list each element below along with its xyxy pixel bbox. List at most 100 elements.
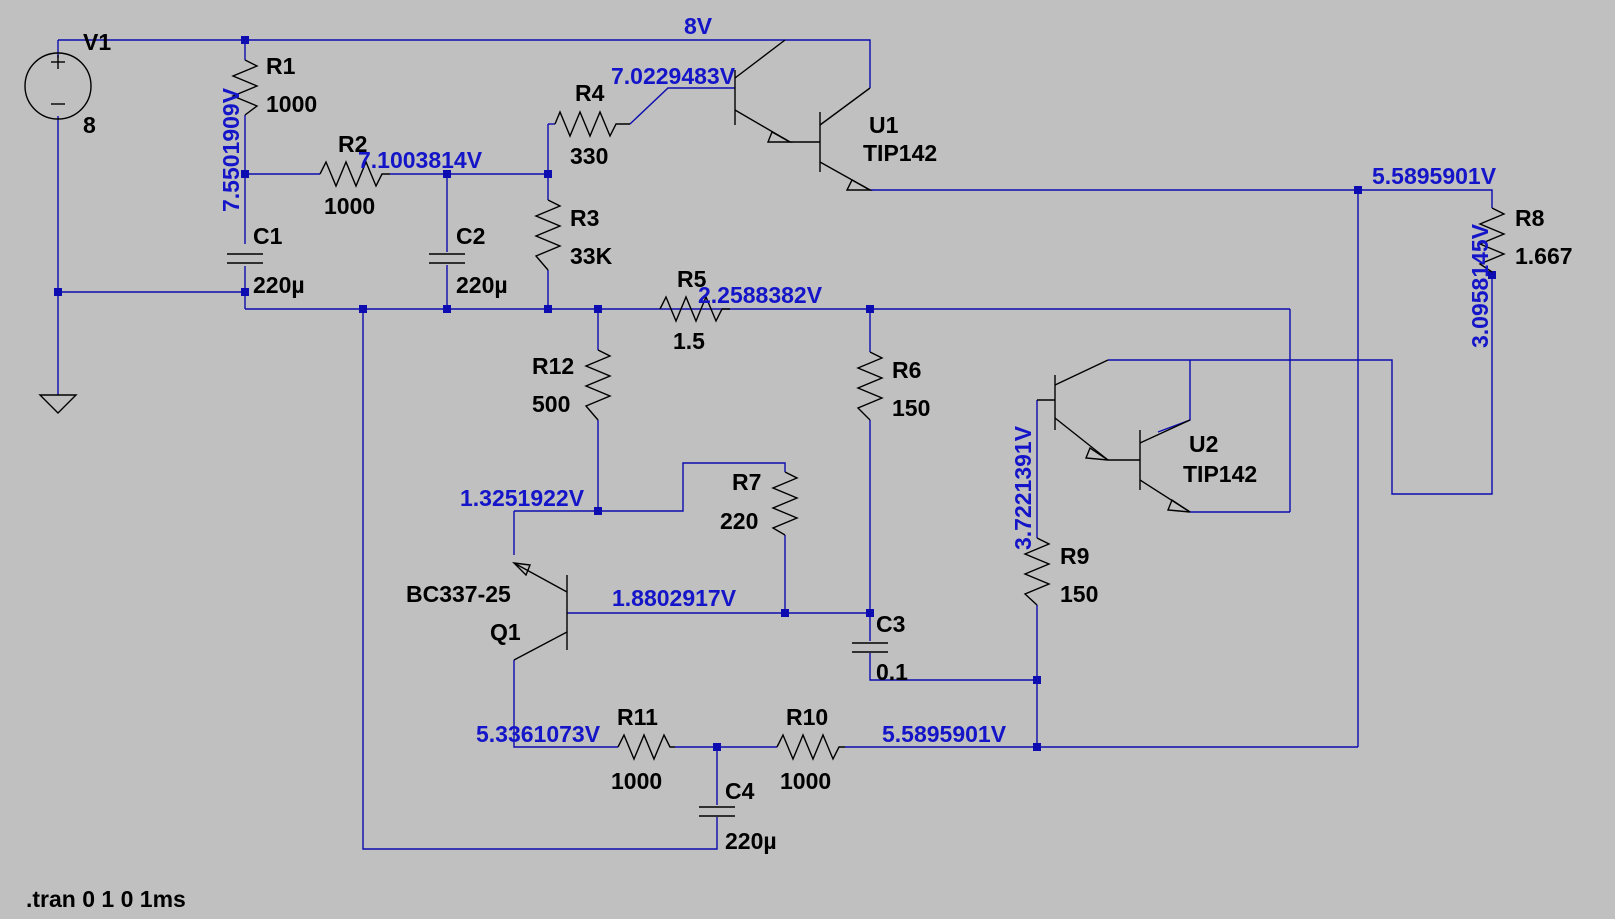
wire-q1-collector[interactable] <box>514 462 786 512</box>
r7-resistor[interactable] <box>771 471 799 536</box>
wire-q1-emitter[interactable] <box>513 660 618 748</box>
junction <box>1488 271 1496 279</box>
r2-resistor[interactable] <box>319 160 390 188</box>
r9-resistor[interactable] <box>1023 537 1051 606</box>
r2-value: 1000 <box>324 193 375 219</box>
v1-value: 8 <box>83 112 96 138</box>
r4-resistor[interactable] <box>554 110 630 138</box>
r12-value: 500 <box>532 391 570 417</box>
c3-value: 0.1 <box>876 659 908 685</box>
r5-resistor[interactable] <box>659 295 730 323</box>
voltage-r5-r6: 2.2588382V <box>698 282 823 308</box>
junctions <box>54 36 1496 751</box>
junction <box>241 288 249 296</box>
junction <box>443 170 451 178</box>
r12-resistor[interactable] <box>584 349 612 421</box>
r1-name: R1 <box>266 53 296 79</box>
junction <box>781 609 789 617</box>
r1-value: 1000 <box>266 91 317 117</box>
r9-name: R9 <box>1060 543 1089 569</box>
r11-value: 1000 <box>611 768 662 794</box>
r5-value: 1.5 <box>673 328 705 354</box>
wire-c4-loop[interactable] <box>362 309 718 850</box>
u1-darlington-transistor[interactable] <box>734 39 873 191</box>
junction <box>1033 743 1041 751</box>
voltage-supply: 8V <box>684 13 713 39</box>
v1-voltage-source[interactable] <box>24 52 92 120</box>
r6-resistor[interactable] <box>856 351 884 421</box>
node-voltage-labels: 8V 7.0229483V 7.5501909V 7.1003814V 5.58… <box>218 13 1497 747</box>
wire-supply-rail[interactable] <box>58 39 871 88</box>
voltage-r1-c1: 7.5501909V <box>218 87 244 212</box>
q1-transistor[interactable] <box>512 562 568 661</box>
r5-name: R5 <box>677 266 707 292</box>
voltage-u2-base: 3.7221391V <box>1010 425 1036 550</box>
r7-value: 220 <box>720 508 758 534</box>
r8-resistor[interactable] <box>1478 207 1506 273</box>
wire-r8-top[interactable] <box>1358 189 1493 208</box>
v1-name: V1 <box>83 29 111 55</box>
r8-value: 1.667 <box>1515 243 1573 269</box>
q1-name: Q1 <box>490 619 521 645</box>
voltage-output: 5.5895901V <box>1372 163 1497 189</box>
wires <box>57 39 1493 850</box>
junction <box>1033 676 1041 684</box>
junction <box>866 305 874 313</box>
r7-name: R7 <box>732 469 761 495</box>
junction <box>594 305 602 313</box>
u2-value: TIP142 <box>1183 461 1257 487</box>
junction <box>594 507 602 515</box>
junction <box>544 305 552 313</box>
voltage-q1-collector: 1.3251922V <box>460 485 585 511</box>
u2-name: U2 <box>1189 431 1218 457</box>
r6-value: 150 <box>892 395 930 421</box>
junction <box>241 170 249 178</box>
r1-resistor[interactable] <box>231 59 259 116</box>
component-labels: V1 8 R1 1000 R2 1000 R3 33K R4 330 R5 1.… <box>83 29 1573 854</box>
r10-value: 1000 <box>780 768 831 794</box>
r2-name: R2 <box>338 131 367 157</box>
c2-name: C2 <box>456 223 485 249</box>
wire-r8-u2[interactable] <box>1108 272 1493 495</box>
c4-name: C4 <box>725 778 755 804</box>
r3-resistor[interactable] <box>534 199 562 271</box>
c3-capacitor[interactable] <box>852 642 888 653</box>
c4-capacitor[interactable] <box>699 806 735 817</box>
wire-c3-r9[interactable] <box>869 653 1037 681</box>
r3-name: R3 <box>570 205 599 231</box>
r4-name: R4 <box>575 80 605 106</box>
spice-directive[interactable]: .tran 0 1 0 1ms <box>26 886 186 912</box>
voltage-r2-r3: 7.1003814V <box>358 147 483 173</box>
r6-name: R6 <box>892 357 921 383</box>
junction <box>54 288 62 296</box>
c2-value: 220µ <box>456 272 508 298</box>
c4-value: 220µ <box>725 828 777 854</box>
c1-value: 220µ <box>253 272 305 298</box>
wire-u2-collector[interactable] <box>1157 360 1191 433</box>
ground-symbol[interactable] <box>38 394 78 414</box>
r4-value: 330 <box>570 143 608 169</box>
q1-value: BC337-25 <box>406 581 511 607</box>
r12-name: R12 <box>532 353 574 379</box>
c3-name: C3 <box>876 611 905 637</box>
u2-darlington-transistor[interactable] <box>1037 359 1191 513</box>
r11-resistor[interactable] <box>617 733 675 761</box>
r3-value: 33K <box>570 243 613 269</box>
c2-capacitor[interactable] <box>429 253 465 264</box>
junction <box>713 743 721 751</box>
voltage-r10-r9: 5.5895901V <box>882 721 1007 747</box>
junction <box>443 305 451 313</box>
c1-name: C1 <box>253 223 283 249</box>
junction <box>866 609 874 617</box>
c1-capacitor[interactable] <box>227 253 263 264</box>
r9-value: 150 <box>1060 581 1098 607</box>
wire-r4-right[interactable] <box>629 87 735 125</box>
junction <box>1354 186 1362 194</box>
voltage-q1-base: 1.8802917V <box>612 585 737 611</box>
junction <box>359 305 367 313</box>
r8-name: R8 <box>1515 205 1545 231</box>
u1-name: U1 <box>869 112 899 138</box>
r11-name: R11 <box>617 704 658 730</box>
r10-resistor[interactable] <box>776 733 845 761</box>
